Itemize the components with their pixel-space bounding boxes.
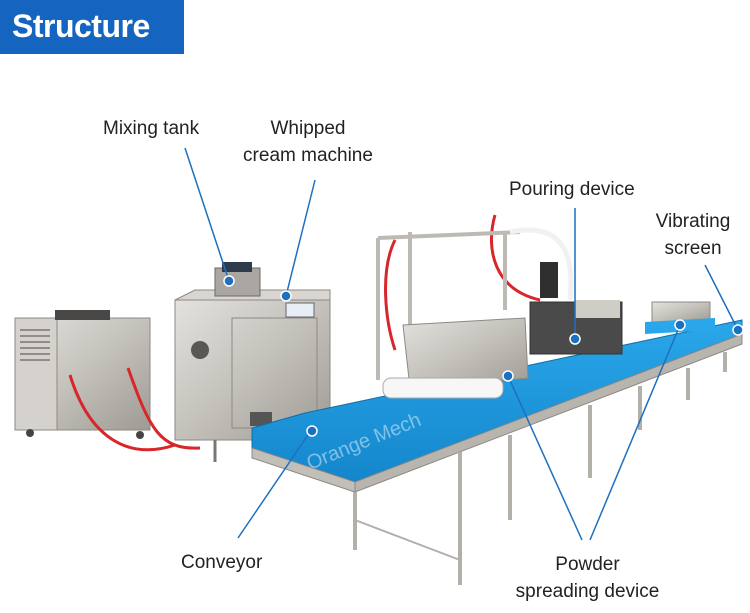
label-vibrating-line1: Vibrating	[655, 211, 731, 232]
conveyor-belt	[251, 319, 743, 493]
conveyor-legs	[353, 352, 727, 585]
label-powder-spreading-device: Powder spreading device	[505, 551, 670, 605]
powder-spreading-hopper	[382, 317, 529, 399]
callout-dots	[223, 275, 744, 437]
title-banner: Structure	[0, 0, 184, 54]
label-mixing-tank: Mixing tank	[103, 118, 200, 139]
label-powder-line1: Powder	[555, 554, 620, 575]
callout-lines	[184, 147, 739, 541]
label-conveyor: Conveyor	[181, 552, 263, 573]
label-vibrating-screen: Vibrating screen	[648, 208, 738, 262]
chiller-unit	[14, 310, 151, 439]
page-title: Structure	[12, 8, 150, 44]
label-whipped-line2: cream machine	[243, 145, 373, 166]
label-whipped-line1: Whipped	[270, 118, 346, 139]
label-whipped-cream-machine: Whipped cream machine	[238, 115, 378, 169]
mixing-tank	[214, 262, 261, 297]
white-pipe	[509, 227, 574, 301]
label-pouring-device: Pouring device	[509, 179, 635, 200]
label-vibrating-line2: screen	[664, 238, 722, 259]
label-powder-line2: spreading device	[515, 581, 660, 602]
pouring-head	[529, 262, 623, 355]
